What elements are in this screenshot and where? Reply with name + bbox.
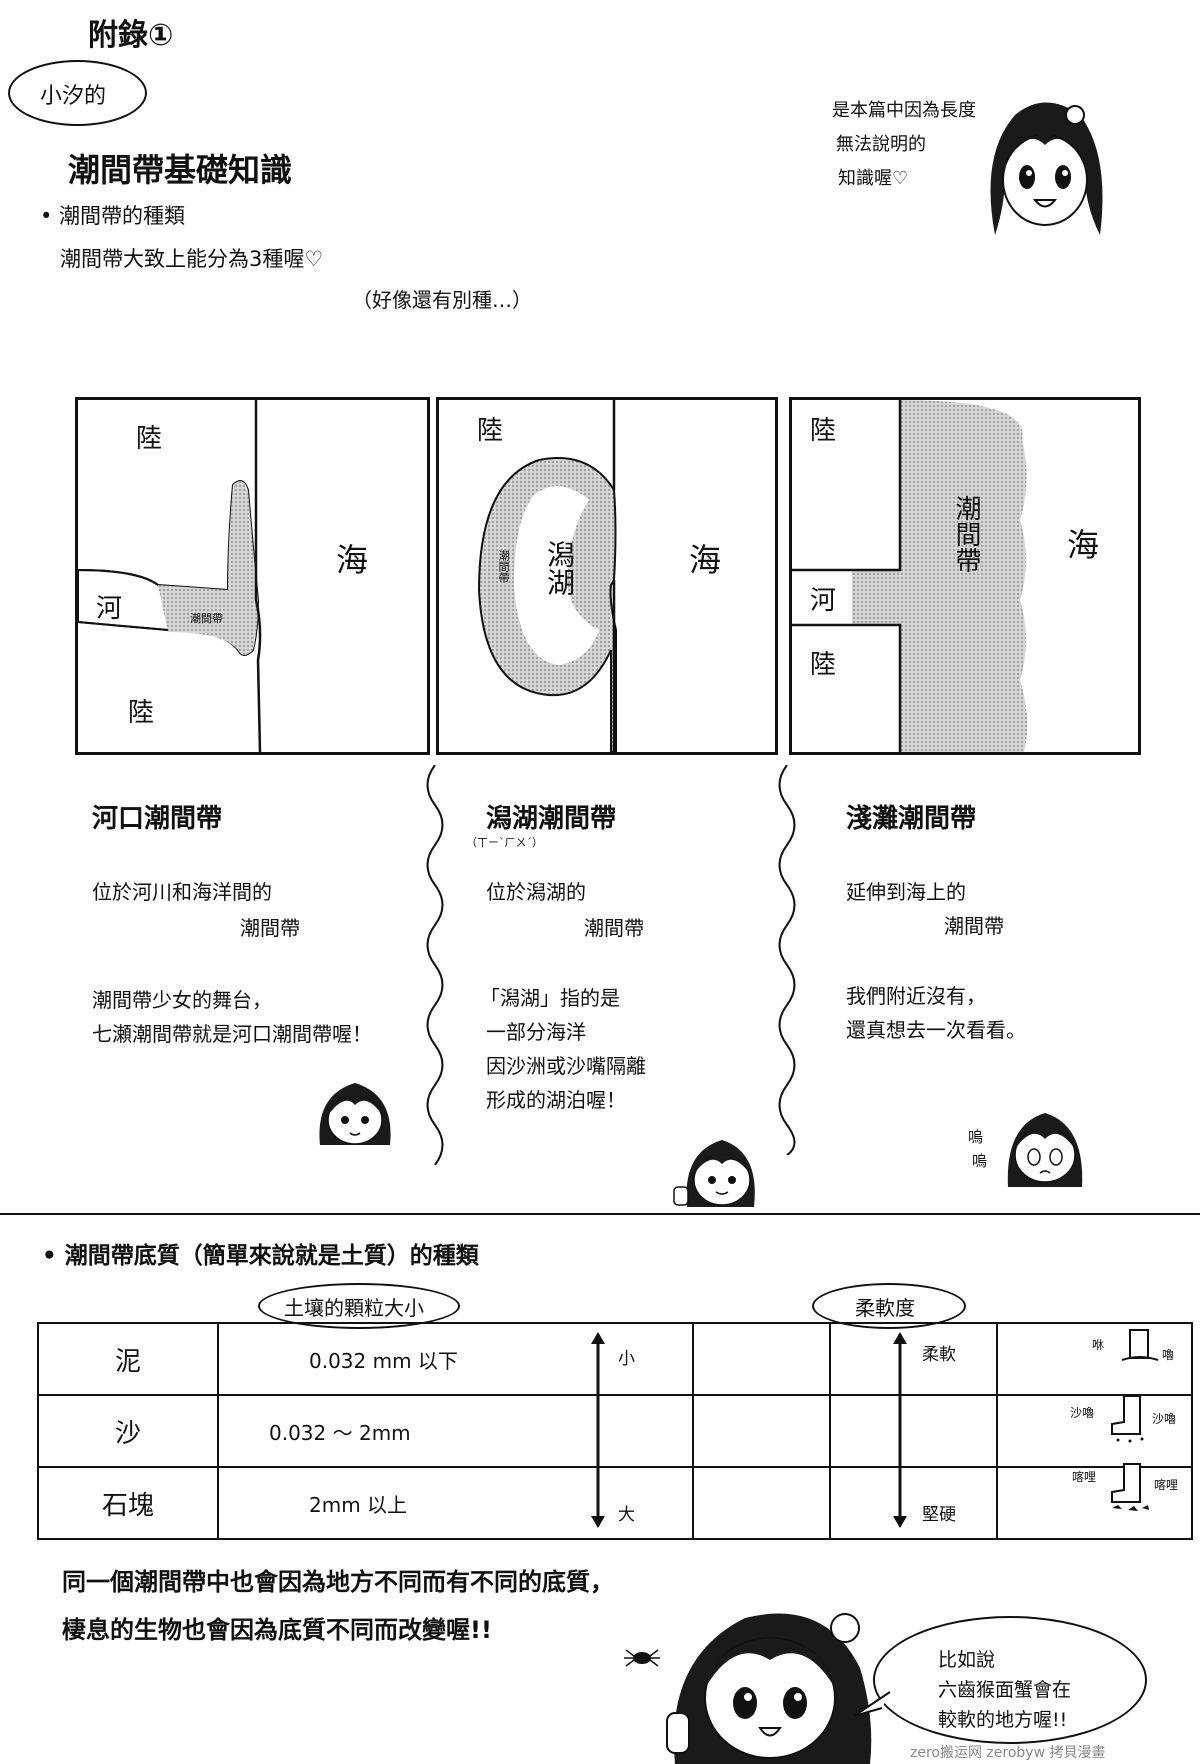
boot-mud-icon (1121, 1329, 1159, 1361)
section-divider (0, 1213, 1200, 1215)
grain-small-label: 小 (618, 1349, 635, 1369)
flats-river: 河 (810, 586, 837, 616)
side-note-3: 知識喔♡ (838, 168, 909, 189)
footer-line-2: 棲息的生物也會因為底質不同而改變喔!! (62, 1616, 492, 1644)
flats-land-top: 陸 (810, 416, 837, 446)
chibi-girl-pointing (666, 1613, 872, 1764)
chibi-face-crying (1007, 1113, 1083, 1187)
speech-bubble-tail (853, 1691, 891, 1717)
col1-desc-2: 潮間帶 (240, 916, 300, 940)
soil-name-rock: 石塊 (37, 1466, 219, 1540)
boot-sfx-rock-2: 喀哩 (1154, 1478, 1179, 1492)
estuary-diagram-panel: 陸 海 河 潮間帶 陸 (75, 397, 430, 755)
boot-sfx-rock-1: 喀哩 (1072, 1470, 1097, 1484)
watermark: zero搬运网 zerobyw 拷貝漫畫 (910, 1745, 1106, 1761)
col3-heading: 淺灘潮間帶 (846, 804, 977, 834)
boot-sfx-sand-2: 沙嚕 (1152, 1412, 1177, 1426)
flats-land-bottom: 陸 (810, 650, 837, 680)
side-note-1: 是本篇中因為長度 (832, 100, 976, 121)
boot-sfx-mud-2: 嚕 (1162, 1348, 1175, 1362)
flats-diagram-panel: 陸 潮間帶 海 河 陸 (789, 397, 1141, 755)
types-bullet: • 潮間帶的種類 (40, 204, 186, 228)
estuary-river: 河 (96, 594, 123, 624)
col3-note-2: 還真想去一次看看。 (846, 1018, 1026, 1042)
grain-large-label: 大 (618, 1505, 635, 1525)
name-bubble (8, 60, 147, 126)
estuary-sea: 海 (336, 541, 369, 579)
boot-sand-icon (1111, 1395, 1144, 1443)
wavy-divider-1 (426, 765, 444, 1165)
boot-sfx-mud-1: 咻 (1092, 1338, 1105, 1352)
estuary-land-top: 陸 (136, 424, 163, 454)
chibi-face-1 (319, 1083, 391, 1145)
soil-row: 沙 0.032 ～ 2mm (37, 1394, 1193, 1468)
flats-sea: 海 (1067, 526, 1100, 564)
col3-sfx-2: 嗚 (972, 1152, 988, 1170)
soil-name-sand: 沙 (37, 1394, 219, 1468)
col2-note-1: 「潟湖」指的是 (480, 986, 620, 1010)
soil-row: 石塊 2mm 以上 (37, 1466, 1193, 1540)
col2-desc-1: 位於潟湖的 (486, 880, 586, 904)
col2-note-2: 一部分海洋 (486, 1020, 586, 1044)
grain-header-oval (258, 1283, 460, 1329)
boot-rock-icon (1111, 1463, 1149, 1511)
footer-line-1: 同一個潮間帶中也會因為地方不同而有不同的底質， (62, 1568, 614, 1596)
flats-zone: 潮間帶 (951, 495, 981, 573)
grain-size-arrow (591, 1332, 605, 1528)
softness-header: 柔軟度 (855, 1296, 915, 1320)
col3-note-1: 我們附近沒有， (846, 984, 986, 1008)
col2-desc-2: 潮間帶 (584, 916, 644, 940)
estuary-zone: 潮間帶 (190, 612, 223, 625)
soil-size-rock: 2mm 以上 (217, 1466, 694, 1540)
boot-sfx-sand-1: 沙嚕 (1070, 1406, 1095, 1420)
lagoon-diagram-panel: 陸 潮間帶 潟湖 海 (436, 397, 778, 755)
col1-note-1: 潮間帶少女的舞台， (92, 988, 272, 1012)
col1-heading: 河口潮間帶 (92, 804, 223, 834)
hard-label: 堅硬 (922, 1505, 956, 1525)
col2-phonetic: （ㄒㄧˋㄏㄨˊ） (466, 836, 543, 849)
lagoon-zone: 潮間帶 (497, 550, 510, 583)
bubble-label: 小汐的 (40, 84, 107, 109)
lagoon-land: 陸 (477, 416, 504, 446)
soil-size-mud: 0.032 mm 以下 (217, 1322, 694, 1396)
speech-line-2: 六齒猴面蟹會在 (938, 1679, 1072, 1701)
soil-table: 泥 0.032 mm 以下 沙 0.032 ～ 2mm 石塊 2mm 以上 (37, 1322, 1193, 1540)
speech-line-1: 比如說 (938, 1649, 996, 1671)
col3-sfx-1: 嗚 (968, 1128, 984, 1146)
chibi-face-thumbs-up (673, 1140, 755, 1207)
types-line-1: 潮間帶大致上能分為3種喔♡ (60, 247, 324, 271)
speech-line-3: 較軟的地方喔!! (938, 1709, 1068, 1731)
col1-note-2: 七瀬潮間帶就是河口潮間帶喔！ (92, 1022, 372, 1046)
chibi-girl-illustration (990, 102, 1103, 235)
speech-bubble (873, 1616, 1147, 1744)
soil-row: 泥 0.032 mm 以下 (37, 1322, 1193, 1396)
crab-icon (624, 1649, 660, 1667)
grain-header: 土壤的顆粒大小 (284, 1296, 424, 1320)
soil-bullet: • 潮間帶底質（簡單來說就是土質）的種類 (42, 1243, 479, 1269)
estuary-land-bottom: 陸 (128, 698, 155, 728)
col3-desc-2: 潮間帶 (944, 914, 1004, 938)
col3-desc-1: 延伸到海上的 (846, 880, 966, 904)
soft-label: 柔軟 (922, 1345, 956, 1365)
lagoon-name: 潟湖 (543, 540, 576, 596)
appendix-title: 附錄① (88, 18, 174, 53)
soil-name-mud: 泥 (37, 1322, 219, 1396)
col2-heading: 潟湖潮間帶 (486, 804, 617, 834)
lagoon-sea: 海 (689, 541, 722, 579)
col1-desc-1: 位於河川和海洋間的 (92, 880, 272, 904)
types-line-2: （好像還有別種…） (352, 288, 532, 312)
side-note-2: 無法說明的 (836, 134, 926, 155)
main-title: 潮間帶基礎知識 (68, 151, 293, 189)
wavy-divider-2 (778, 765, 796, 1155)
col2-note-3: 因沙洲或沙嘴隔離 (486, 1054, 646, 1078)
col2-note-4: 形成的湖泊喔！ (486, 1088, 626, 1112)
softness-arrow (893, 1332, 907, 1528)
soil-size-sand: 0.032 ～ 2mm (217, 1394, 694, 1468)
